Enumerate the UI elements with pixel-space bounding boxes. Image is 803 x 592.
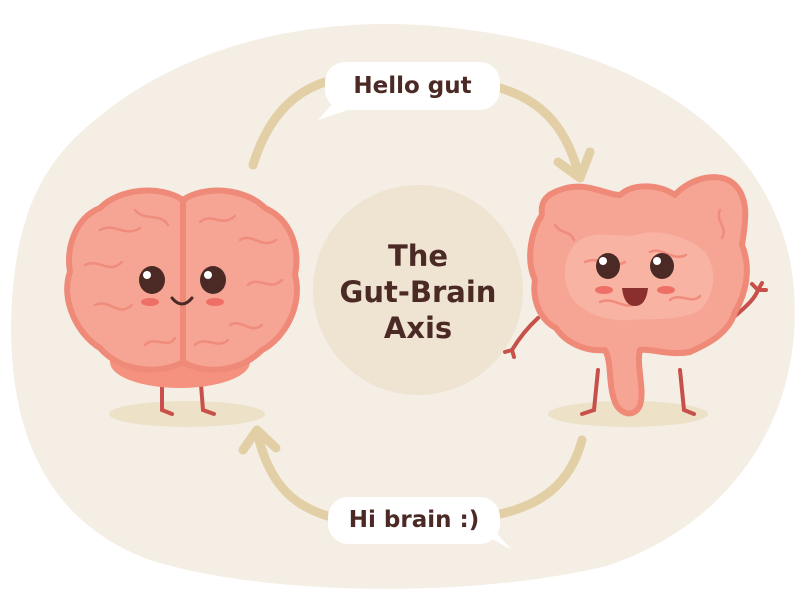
brain-eye-right (200, 266, 226, 294)
center-circle (313, 185, 523, 395)
brain-character-icon (64, 187, 300, 427)
brain-folds (83, 208, 284, 347)
gut-cheek-left (595, 286, 613, 294)
title-line-2: Gut-Brain (339, 275, 497, 309)
brain-cheek-left (141, 298, 159, 306)
brain-mouth (170, 296, 194, 306)
brain-eye-left-shine (143, 271, 151, 279)
gut-mouth (622, 288, 648, 306)
diagram-title: The Gut-Brain Axis (318, 238, 518, 346)
gut-eye-left-shine (599, 257, 607, 265)
brain-eye-right-shine (204, 271, 212, 279)
gut-eye-right (650, 253, 674, 279)
gut-character-icon (503, 174, 768, 427)
brain-hemisphere-left (64, 187, 186, 373)
brain-cheek-right (206, 298, 224, 306)
brain-shadow (109, 401, 265, 427)
gut-small-intestine (564, 232, 714, 321)
brain-hemisphere-right (180, 187, 300, 373)
speech-bubble-text: Hi brain :) (348, 507, 480, 533)
gut-eye-right-shine (653, 257, 661, 265)
title-line-1: The (387, 239, 449, 273)
speech-bubble-text: Hello gut (353, 72, 472, 99)
gut-leg-left (580, 368, 600, 416)
gut-leg-right (678, 368, 696, 416)
brain-eye-left (139, 266, 165, 294)
gut-cheek-right (657, 286, 675, 294)
title-line-3: Axis (383, 311, 453, 345)
gut-arm-right (733, 281, 768, 318)
arrow-bottom (238, 425, 587, 521)
speech-bubble-hi-brain: Hi brain :) (328, 497, 500, 544)
gut-eye-left (596, 253, 620, 279)
arrow-top (248, 77, 595, 183)
gut-arm-left (503, 316, 540, 359)
speech-bubble-hello-gut: Hello gut (325, 62, 500, 110)
